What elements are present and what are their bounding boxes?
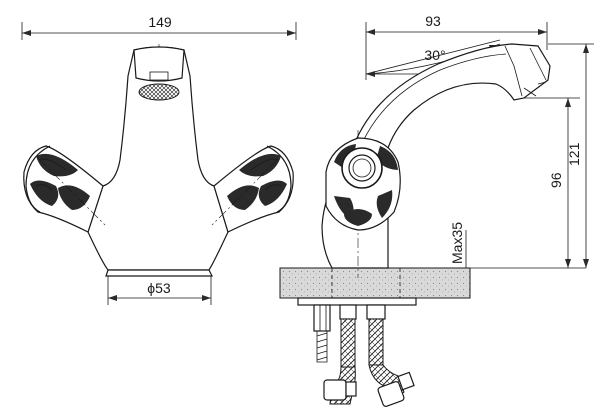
- height-total-label: 121: [566, 142, 582, 166]
- spout-reach-label: 93: [425, 13, 441, 29]
- spout-angle-label: 30°: [424, 47, 445, 63]
- aerator: [133, 46, 185, 82]
- width-total-label: 149: [148, 14, 172, 30]
- max-mount-label: Max35: [449, 222, 465, 264]
- countertop: [279, 267, 471, 299]
- right-handle: [213, 145, 294, 233]
- side-handle: [325, 137, 401, 231]
- front-view: 149: [21, 14, 297, 305]
- flex-hose-right: [366, 304, 415, 407]
- dimension-width-total: 149: [21, 14, 297, 40]
- threaded-stud: [313, 304, 331, 363]
- left-handle: [23, 145, 104, 233]
- aerator-notch: [149, 71, 169, 81]
- front-base: [105, 269, 213, 277]
- height-spout-label: 96: [548, 172, 564, 188]
- front-body: [87, 46, 229, 271]
- dimension-spout-reach: 93: [365, 13, 548, 80]
- side-view: 93 30°: [279, 13, 594, 407]
- base-diameter-label: ϕ53: [147, 280, 171, 296]
- dimension-base-diameter: ϕ53: [107, 276, 212, 305]
- flex-hose-left: [323, 304, 357, 405]
- dimension-height-spout: 96: [524, 97, 580, 268]
- mounting-plate: [297, 297, 417, 306]
- aerator-mesh: [138, 83, 180, 101]
- dimension-height-total: 121: [548, 43, 594, 268]
